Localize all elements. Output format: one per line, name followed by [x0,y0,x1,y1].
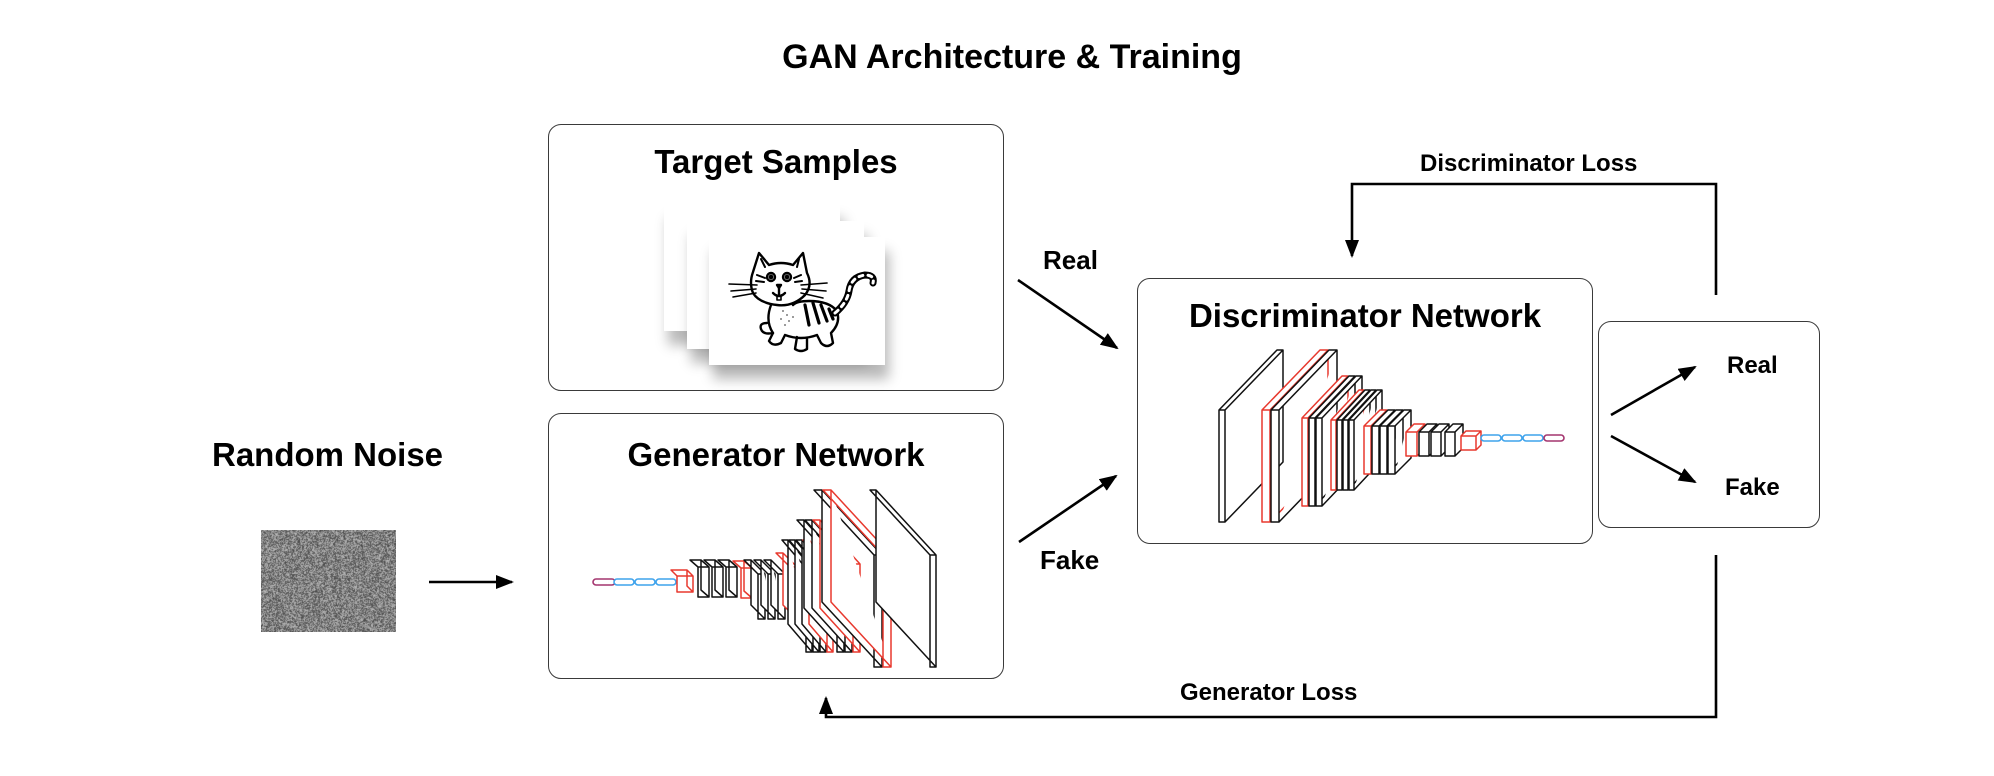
real-input-label: Real [1043,245,1098,275]
generator-loss-label: Generator Loss [1180,679,1358,706]
discriminator-network-box: Discriminator Network [1137,278,1593,544]
output-fake-label: Fake [1725,474,1780,501]
fake-input-label: Fake [1040,545,1100,575]
real-to-discriminator-arrow [1017,278,1119,350]
sample-card-front [709,237,885,365]
discriminator-loss-label: Discriminator Loss [1420,150,1638,177]
target-samples-title: Target Samples [654,143,898,180]
discriminator-network-title: Discriminator Network [1188,297,1542,334]
noise-image [261,530,396,632]
fake-to-discriminator-arrow [1018,474,1118,544]
classification-output-box [1598,321,1820,528]
diagram-title: GAN Architecture & Training [782,38,1242,76]
cat-drawing-icon [728,251,877,353]
output-real-label: Real [1727,352,1778,379]
random-noise-label: Random Noise [212,436,444,473]
generator-network-box: Generator Network [548,413,1004,679]
generator-network-title: Generator Network [627,436,925,473]
